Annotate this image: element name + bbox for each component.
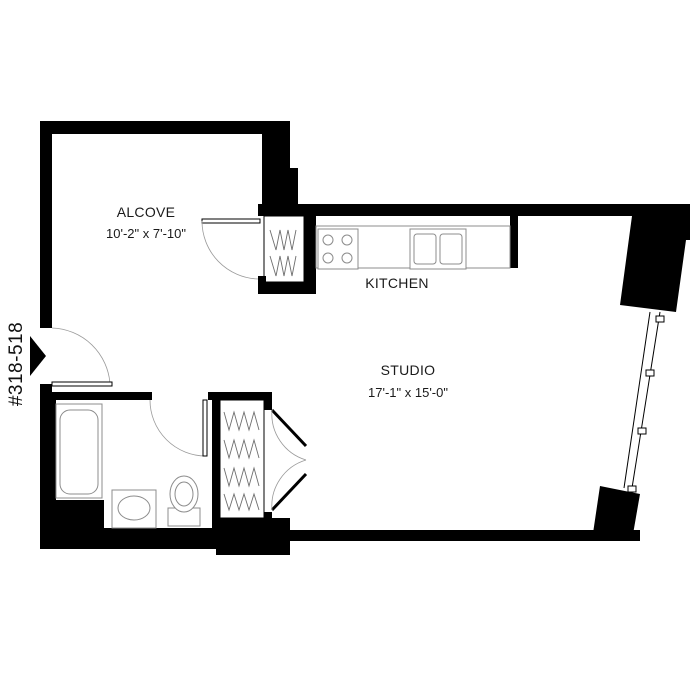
interior-walls bbox=[40, 204, 518, 530]
bathroom-door-leaf-2 bbox=[202, 399, 208, 457]
bathroom-door-swing bbox=[149, 399, 207, 457]
doors bbox=[51, 218, 308, 512]
studio-dimensions: 17'-1" x 15'-0" bbox=[368, 385, 448, 400]
entry-arrow-icon bbox=[30, 336, 46, 376]
closet-door-lower bbox=[270, 472, 308, 512]
kitchen-name: KITCHEN bbox=[365, 275, 429, 291]
bathroom-fixtures bbox=[55, 403, 201, 529]
unit-number: #318-518 bbox=[6, 322, 27, 406]
hall-closet bbox=[219, 399, 265, 519]
alcove-door-leaf bbox=[201, 218, 261, 224]
alcove-dimensions: 10'-2" x 7'-10" bbox=[106, 226, 186, 241]
window-frame-inner bbox=[623, 311, 651, 489]
toilet-icon bbox=[167, 475, 201, 527]
kitchen-fixtures bbox=[315, 225, 511, 270]
window-markers bbox=[627, 315, 665, 493]
bathroom-door-leaf bbox=[51, 381, 113, 387]
stove-icon bbox=[317, 228, 359, 270]
bathtub-icon bbox=[55, 403, 103, 499]
window-frame-outer bbox=[631, 311, 661, 489]
alcove-door-swing bbox=[201, 220, 259, 280]
studio-name: STUDIO bbox=[381, 362, 436, 378]
entry-door-swing bbox=[51, 327, 111, 385]
closet-door-upper bbox=[270, 408, 308, 448]
alcove-name: ALCOVE bbox=[117, 204, 176, 220]
washbasin-icon bbox=[111, 489, 157, 529]
sink-icon bbox=[409, 228, 467, 270]
alcove-closet bbox=[263, 215, 305, 283]
